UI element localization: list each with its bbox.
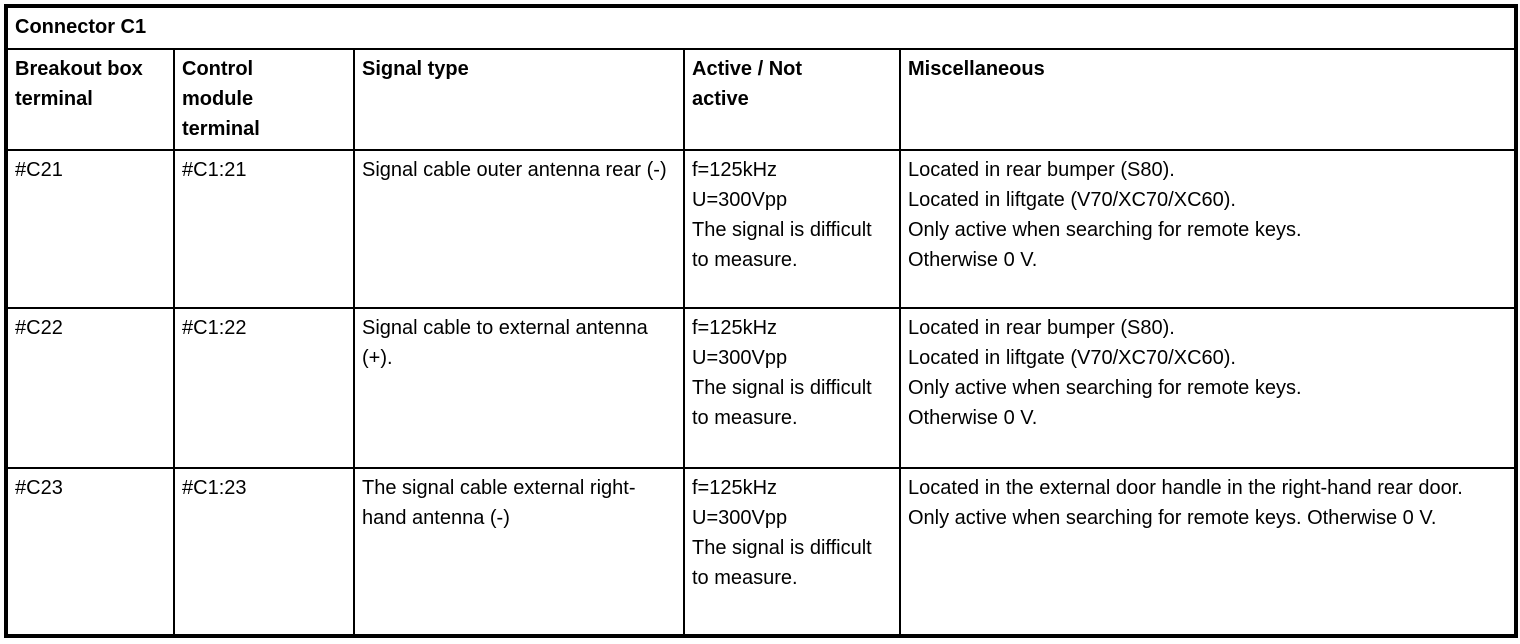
table-row: #C23 #C1:23 The signal cable external ri… [5,467,1518,637]
column-header-control-module-terminal: Control module terminal [173,48,355,151]
cell-control-module-terminal: #C1:21 [173,149,355,309]
connector-spec-table: Connector C1 Breakout box terminal Contr… [4,4,1519,638]
table-title-row: Connector C1 [4,5,1518,50]
column-header-active-not-active: Active / Not active [683,48,901,151]
cell-active-not-active: f=125kHz U=300Vpp The signal is difficul… [683,307,901,469]
cell-control-module-terminal: #C1:22 [173,307,355,469]
table-title: Connector C1 [4,5,1518,50]
cell-active-not-active: f=125kHz U=300Vpp The signal is difficul… [683,149,901,309]
cell-breakout-box-terminal: #C21 [5,149,175,309]
cell-signal-type: The signal cable external right-hand ant… [353,467,685,637]
cell-active-not-active: f=125kHz U=300Vpp The signal is difficul… [683,467,901,637]
table-row: #C22 #C1:22 Signal cable to external ant… [5,307,1518,469]
cell-miscellaneous: Located in rear bumper (S80). Located in… [898,307,1518,469]
cell-control-module-terminal: #C1:23 [173,467,355,637]
cell-miscellaneous: Located in rear bumper (S80). Located in… [898,149,1518,309]
table-header-row: Breakout box terminal Control module ter… [5,48,1518,151]
cell-breakout-box-terminal: #C22 [5,307,175,469]
cell-signal-type: Signal cable to external antenna (+). [353,307,685,469]
cell-breakout-box-terminal: #C23 [5,467,175,637]
column-header-breakout-box-terminal: Breakout box terminal [5,48,175,151]
table-row: #C21 #C1:21 Signal cable outer antenna r… [5,149,1518,309]
column-header-signal-type: Signal type [353,48,685,151]
column-header-miscellaneous: Miscellaneous [898,48,1518,151]
cell-signal-type: Signal cable outer antenna rear (-) [353,149,685,309]
cell-miscellaneous: Located in the external door handle in t… [898,467,1518,637]
